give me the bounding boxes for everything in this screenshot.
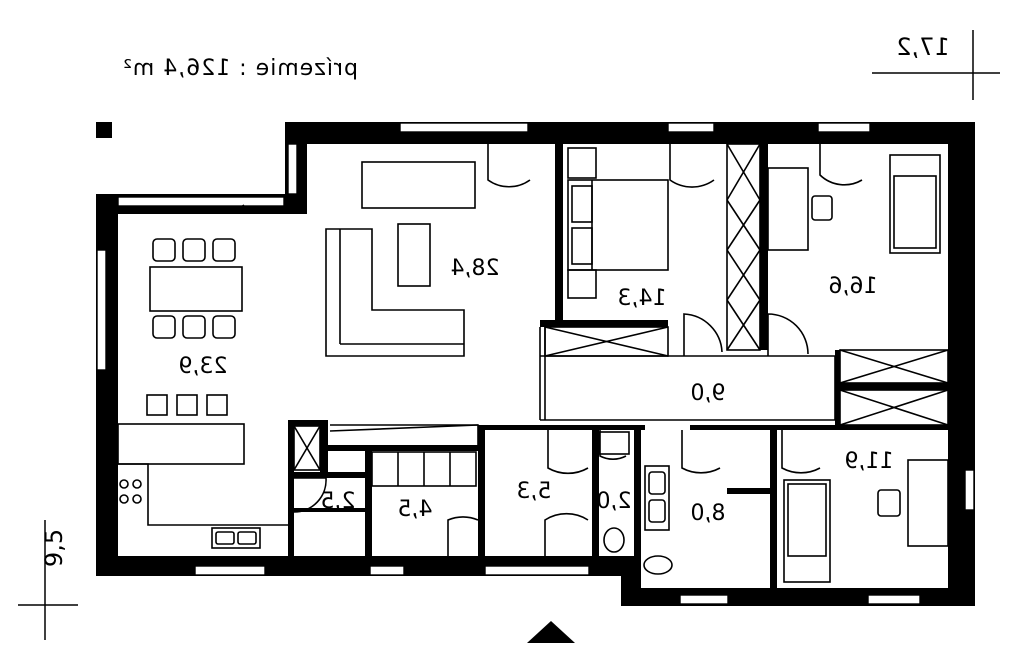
bath-sinks	[644, 465, 670, 531]
area-room-ne: 16,6	[829, 274, 878, 299]
dimension-depth-marker: 9,5	[18, 520, 78, 640]
area-storage: 2,5	[321, 489, 356, 514]
window-arrow-icon	[237, 204, 255, 209]
coffee-table	[397, 223, 431, 287]
wc-toilet	[603, 527, 625, 553]
desk-ne	[767, 167, 809, 251]
living-cabinet	[361, 161, 476, 209]
single-bed-ne	[889, 154, 941, 254]
hall-corridor	[329, 327, 836, 445]
area-dining: 23,9	[179, 354, 228, 379]
desk-se	[907, 459, 949, 547]
dimension-depth-label: 9,5	[40, 529, 68, 567]
north-arrow-icon	[527, 621, 575, 643]
room-labels: 23,9 28,4 14,3 16,6 9,0 11,9 8,0 2,0 5,3…	[179, 256, 894, 526]
wc-sink	[598, 431, 630, 455]
kitchen-island	[117, 423, 245, 465]
double-bed	[567, 179, 669, 271]
plan-title: prízemie : 126,4 m²	[122, 56, 358, 81]
furniture	[117, 147, 949, 583]
area-living: 28,4	[451, 256, 500, 281]
corner-sofa	[325, 228, 465, 357]
wardrobes	[293, 143, 949, 471]
single-bed-se	[783, 479, 831, 583]
area-bath: 8,0	[691, 501, 726, 526]
marker-square	[96, 122, 112, 138]
area-room-se: 11,9	[845, 449, 894, 474]
dimension-width-marker: 17,2	[872, 30, 1000, 100]
toilet	[643, 555, 673, 575]
interior-walls	[288, 144, 948, 590]
windows	[96, 122, 975, 605]
area-utility: 5,3	[517, 479, 552, 504]
area-entry: 4,5	[398, 497, 433, 522]
doors	[293, 144, 863, 556]
dimension-width-label: 17,2	[896, 33, 949, 61]
area-bedroom-master: 14,3	[618, 286, 667, 311]
dining-table	[149, 266, 243, 312]
area-wc: 2,0	[597, 489, 632, 514]
area-hall: 9,0	[691, 381, 726, 406]
